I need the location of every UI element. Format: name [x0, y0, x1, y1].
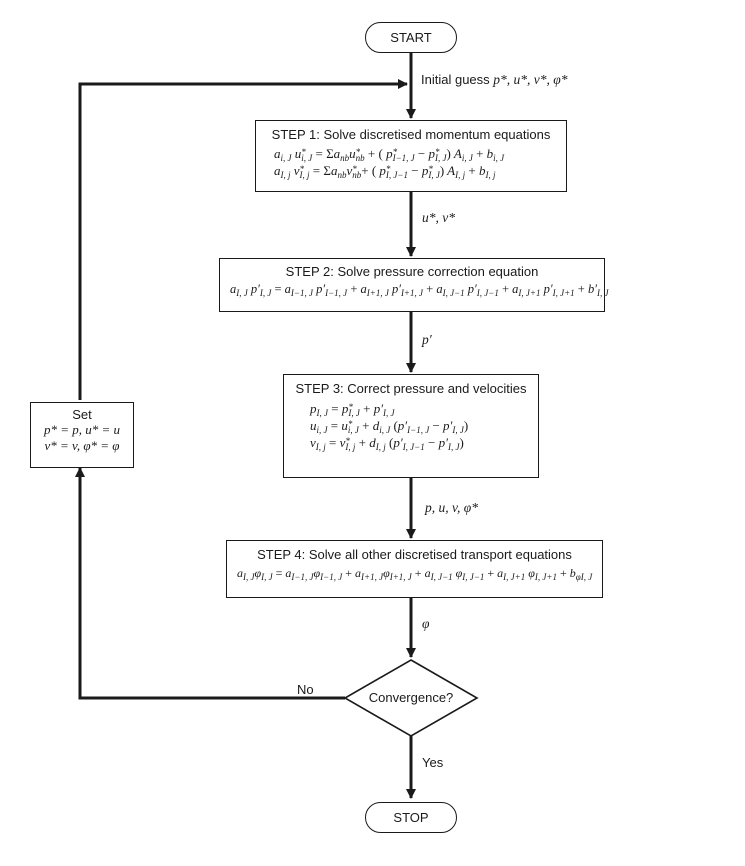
step2-box: STEP 2: Solve pressure correction equati…	[219, 258, 609, 312]
step4-box: STEP 4: Solve all other discretised tran…	[226, 540, 603, 598]
step4-title: STEP 4: Solve all other discretised tran…	[257, 547, 572, 562]
loop-return-line	[78, 82, 402, 400]
step1-title: STEP 1: Solve discretised momentum equat…	[271, 127, 551, 142]
step3-equation-u: ui, J = u*i, J + di, J (p′I−1, J − p′I, …	[310, 418, 469, 435]
step3-equation-p: pI, J = p*I, J + p′I, J	[310, 401, 395, 418]
start-label: START	[390, 30, 432, 45]
step2-title: STEP 2: Solve pressure correction equati…	[285, 264, 539, 279]
initial-guess-vars: p*, u*, v*, φ*	[493, 72, 568, 87]
set-box-title: Set	[72, 407, 92, 422]
step3-box: STEP 3: Correct pressure and velocities …	[283, 374, 539, 478]
flow-label-p-u-v-phi: p, u, v, φ*	[425, 500, 478, 515]
step3-title: STEP 3: Correct pressure and velocities	[295, 381, 527, 396]
convergence-label: Convergence?	[368, 690, 454, 705]
stop-label: STOP	[393, 810, 429, 825]
step1-equation-v: aI, j v*I, j = Σanbv*nb+ ( p*I, J−1 − p*…	[274, 163, 496, 180]
set-box-line2: v* = v, φ* = φ	[44, 438, 120, 453]
flow-label-phi: φ	[422, 616, 430, 631]
loop-no-branch	[78, 578, 345, 700]
no-label: No	[297, 682, 314, 697]
step1-box: STEP 1: Solve discretised momentum equat…	[255, 120, 567, 192]
set-box: Set p* = p, u* = u v* = v, φ* = φ	[30, 402, 134, 468]
step4-equation: aI, JφI, J = aI−1, JφI−1, J + aI+1, JφI+…	[237, 566, 593, 582]
set-box-line1: p* = p, u* = u	[43, 422, 121, 437]
step3-equation-v: vI, j = v*I, j + dI, j (p′I, J−1 − p′I, …	[310, 435, 464, 452]
flow-label-p-prime: p′	[422, 332, 432, 347]
flow-label-u-v-star: u*, v*	[422, 210, 455, 225]
stop-terminal: STOP	[365, 802, 457, 833]
yes-label: Yes	[422, 755, 444, 770]
start-terminal: START	[365, 22, 457, 53]
convergence-diamond	[343, 659, 479, 737]
step1-equation-u: ai, J u*i, J = Σanbu*nb + ( p*I−1, J − p…	[274, 146, 505, 163]
step2-equation: aI, J p′I, J = aI−1, J p′I−1, J + aI+1, …	[230, 282, 609, 298]
initial-guess-label: Initial guess p*, u*, v*, φ*	[421, 72, 568, 87]
